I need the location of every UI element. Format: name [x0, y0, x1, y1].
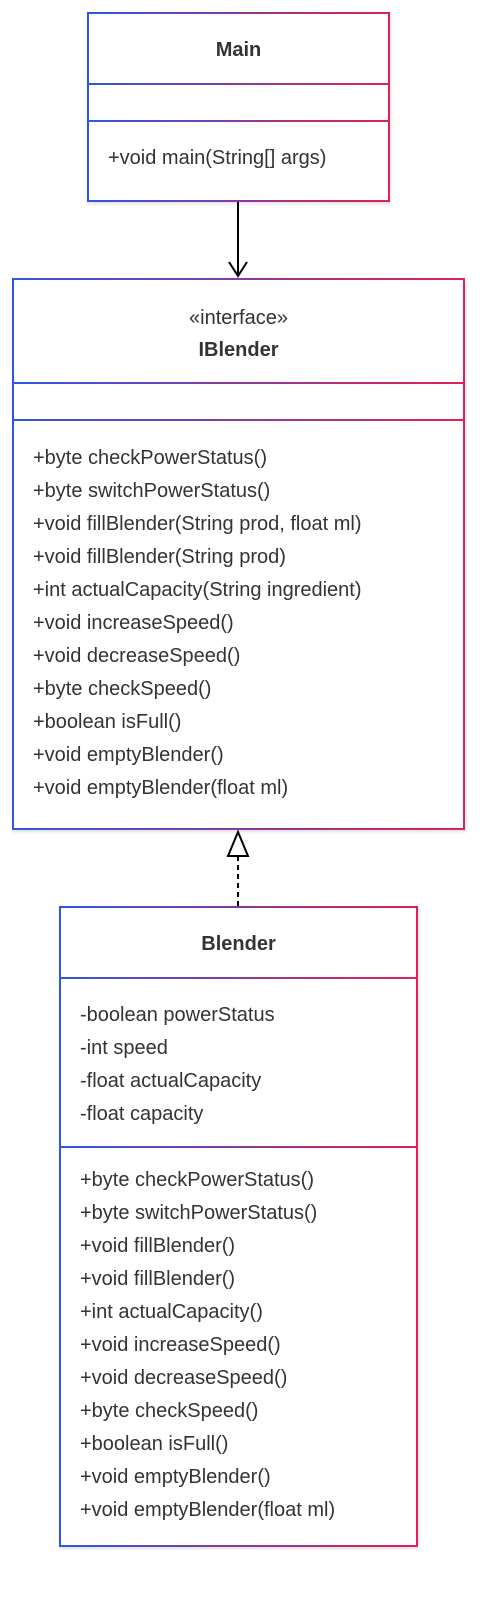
class-blender-divider-1 — [61, 977, 416, 979]
class-blender-attributes: -boolean powerStatus -int speed -float a… — [61, 999, 416, 1131]
class-main-divider-2 — [89, 120, 388, 122]
class-blender-methods: +byte checkPowerStatus() +byte switchPow… — [61, 1164, 416, 1527]
class-blender-name: Blender — [201, 933, 276, 955]
method-item: +byte checkPowerStatus() — [33, 447, 267, 469]
class-main-header: Main — [89, 34, 388, 66]
realization-blender-iblender — [226, 829, 250, 906]
method-item: +void emptyBlender() — [33, 744, 224, 766]
method-item: +byte checkSpeed() — [80, 1400, 259, 1422]
method-item: +void fillBlender(String prod, float ml) — [33, 513, 362, 535]
class-main[interactable]: Main +void main(String[] args) — [87, 12, 390, 202]
class-blender-header: Blender — [61, 928, 416, 960]
class-main-name: Main — [215, 39, 262, 61]
realization-arrowhead — [226, 829, 250, 857]
method-item: +boolean isFull() — [80, 1433, 229, 1455]
class-iblender-divider-1 — [14, 382, 463, 384]
method-item: +int actualCapacity(String ingredient) — [33, 579, 362, 601]
class-iblender-header: «interface» IBlender — [14, 302, 463, 366]
method-item: +void emptyBlender(float ml) — [33, 777, 289, 799]
method-item: +void increaseSpeed() — [80, 1334, 281, 1356]
association-main-iblender — [228, 202, 248, 278]
method-item: +byte checkSpeed() — [33, 678, 212, 700]
class-main-divider-1 — [89, 83, 388, 85]
class-blender-divider-2 — [61, 1146, 416, 1148]
class-iblender-methods: +byte checkPowerStatus() +byte switchPow… — [14, 442, 463, 805]
class-blender[interactable]: Blender -boolean powerStatus -int speed … — [59, 906, 418, 1547]
class-iblender[interactable]: «interface» IBlender +byte checkPowerSta… — [12, 278, 465, 830]
class-iblender-name: IBlender — [198, 339, 279, 361]
method-item: +void fillBlender() — [80, 1235, 236, 1257]
method-item: +byte switchPowerStatus() — [80, 1202, 318, 1224]
method-item: +void main(String[] args) — [108, 147, 327, 169]
class-main-methods: +void main(String[] args) — [89, 142, 388, 175]
method-item: +void fillBlender(String prod) — [33, 546, 286, 568]
attribute-item: -float actualCapacity — [80, 1070, 262, 1092]
method-item: +byte checkPowerStatus() — [80, 1169, 314, 1191]
method-item: +void emptyBlender(float ml) — [80, 1499, 336, 1521]
attribute-item: -int speed — [80, 1037, 168, 1059]
method-item: +boolean isFull() — [33, 711, 182, 733]
attribute-item: -float capacity — [80, 1103, 204, 1125]
method-item: +void decreaseSpeed() — [80, 1367, 288, 1389]
class-iblender-stereotype: «interface» — [189, 307, 288, 329]
method-item: +void emptyBlender() — [80, 1466, 271, 1488]
method-item: +void fillBlender() — [80, 1268, 236, 1290]
class-iblender-divider-2 — [14, 419, 463, 421]
association-arrowhead — [228, 261, 248, 278]
method-item: +byte switchPowerStatus() — [33, 480, 271, 502]
method-item: +void increaseSpeed() — [33, 612, 234, 634]
method-item: +void decreaseSpeed() — [33, 645, 241, 667]
attribute-item: -boolean powerStatus — [80, 1004, 275, 1026]
method-item: +int actualCapacity() — [80, 1301, 263, 1323]
